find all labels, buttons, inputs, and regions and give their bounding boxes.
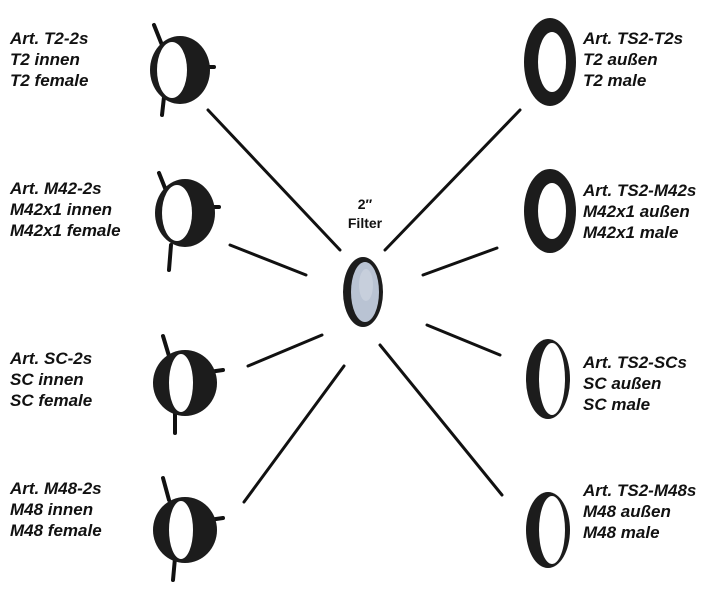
article-number: Art. TS2-M42s xyxy=(583,181,697,200)
adapter-label-m42-male: Art. TS2-M42s M42x1 außen M42x1 male xyxy=(583,180,696,243)
german-description: T2 innen xyxy=(10,50,80,69)
article-number: Art. T2-2s xyxy=(10,29,89,48)
connector-line xyxy=(383,108,522,252)
male-adapter-icon xyxy=(524,169,576,253)
english-description: M42x1 female xyxy=(10,221,121,240)
connector-line xyxy=(378,343,504,497)
english-description: M42x1 male xyxy=(583,223,679,242)
article-number: Art. M48-2s xyxy=(10,479,102,498)
adapter-label-sc-female: Art. SC-2s SC innen SC female xyxy=(10,348,92,411)
german-description: SC außen xyxy=(583,374,662,393)
adapter-label-t2-female: Art. T2-2s T2 innen T2 female xyxy=(10,28,88,91)
german-description: SC innen xyxy=(10,370,84,389)
connector-line xyxy=(206,108,342,252)
english-description: SC male xyxy=(583,395,651,414)
english-description: SC female xyxy=(10,391,93,410)
male-adapter-icon xyxy=(524,18,576,106)
german-description: M48 außen xyxy=(583,502,671,521)
connector-line xyxy=(246,333,324,368)
german-description: M42x1 innen xyxy=(10,200,113,219)
german-description: M42x1 außen xyxy=(583,202,690,221)
connector-line xyxy=(425,323,502,357)
filter-icon xyxy=(343,257,383,327)
filter-size-label: 2″ xyxy=(357,196,373,212)
adapter-label-m48-male: Art. TS2-M48s M48 außen M48 male xyxy=(583,480,696,543)
female-adapter-icon xyxy=(155,171,221,272)
article-number: Art. SC-2s xyxy=(10,349,93,368)
connector-line xyxy=(421,246,499,277)
adapter-label-m48-female: Art. M48-2s M48 innen M48 female xyxy=(10,478,102,541)
english-description: M48 female xyxy=(10,521,102,540)
article-number: Art. TS2-T2s xyxy=(583,29,684,48)
english-description: M48 male xyxy=(583,523,660,542)
adapter-label-t2-male: Art. TS2-T2s T2 außen T2 male xyxy=(583,28,683,91)
german-description: T2 außen xyxy=(583,50,658,69)
connector-line xyxy=(242,364,346,504)
connector-line xyxy=(228,243,308,277)
male-adapter-icon xyxy=(526,492,570,568)
article-number: Art. M42-2s xyxy=(10,179,102,198)
english-description: T2 male xyxy=(583,71,647,90)
female-adapter-icon xyxy=(153,476,225,582)
female-adapter-icon xyxy=(150,23,216,117)
article-number: Art. TS2-SCs xyxy=(583,353,687,372)
female-adapter-icon xyxy=(153,334,225,435)
adapter-label-sc-male: Art. TS2-SCs SC außen SC male xyxy=(583,352,687,415)
adapter-label-m42-female: Art. M42-2s M42x1 innen M42x1 female xyxy=(10,178,121,241)
english-description: T2 female xyxy=(10,71,89,90)
article-number: Art. TS2-M48s xyxy=(583,481,697,500)
filter-name-label: Filter xyxy=(347,215,383,231)
filter-title: 2″ Filter xyxy=(335,195,395,233)
male-adapter-icon xyxy=(526,339,570,419)
german-description: M48 innen xyxy=(10,500,94,519)
